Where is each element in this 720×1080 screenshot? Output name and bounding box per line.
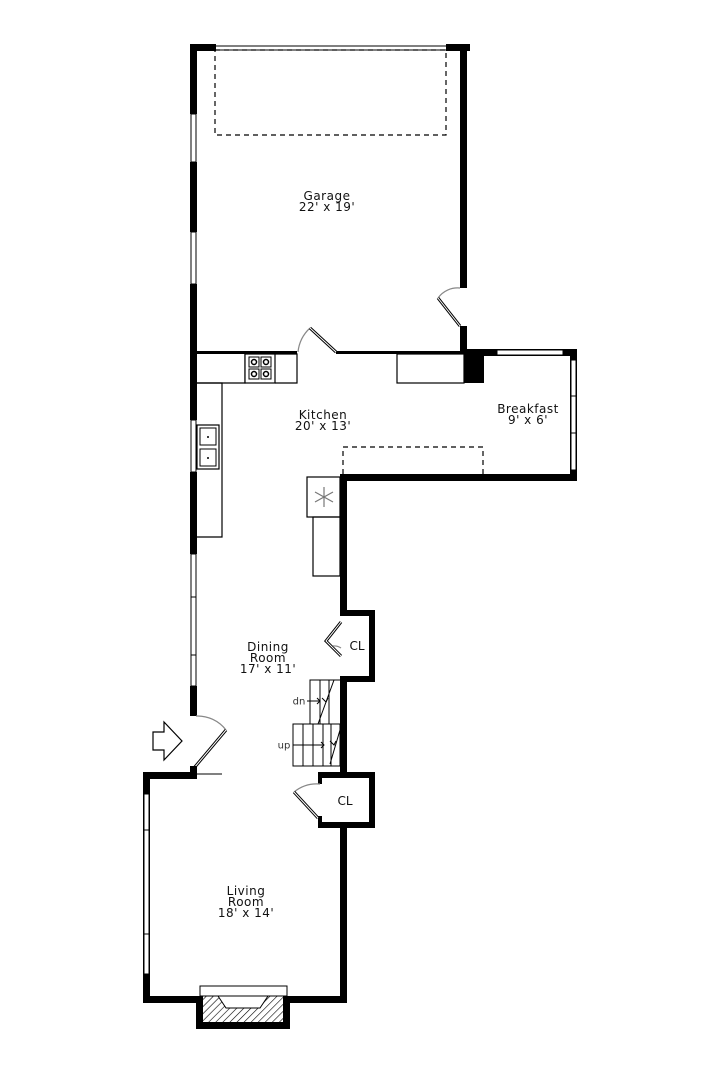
staircase	[292, 679, 341, 767]
range-cooktop-icon	[244, 353, 276, 384]
garage-windows	[190, 113, 197, 285]
room-name-line1: Living	[226, 884, 266, 898]
interior-right-wall	[318, 474, 375, 1002]
garage-walls	[190, 44, 470, 420]
garage-parking-area	[214, 49, 447, 136]
pantry-cabinet	[312, 516, 341, 577]
room-label-dining: Dining Room 17' x 11'	[239, 640, 297, 676]
room-label-living: Living Room 18' x 14'	[217, 884, 275, 920]
room-name: Garage	[303, 189, 351, 203]
room-name-line2: Room	[249, 651, 287, 665]
stairs-down-label: dn	[292, 696, 306, 708]
kitchen-left-wall	[190, 419, 197, 554]
room-name-line1: Dining	[247, 640, 289, 654]
room-name-line2: Room	[227, 895, 265, 909]
garage-kitchen-wall	[197, 326, 484, 383]
double-sink-icon	[196, 424, 220, 470]
stairs-up-label: up	[277, 740, 291, 752]
dining-left-wall	[190, 553, 197, 716]
room-dims: 22' x 19'	[298, 200, 356, 214]
room-dims: 20' x 13'	[294, 419, 352, 433]
room-label-garage: Garage 22' x 19'	[298, 189, 356, 214]
front-door[interactable]	[192, 715, 228, 775]
breakfast-walls	[340, 349, 577, 481]
room-label-breakfast: Breakfast 9' x 6'	[497, 402, 559, 427]
closet-label-living: CL	[337, 794, 353, 808]
room-name: Kitchen	[298, 408, 348, 422]
room-dims: 9' x 6'	[507, 413, 549, 427]
room-dims: 18' x 14'	[217, 906, 275, 920]
living-room-walls	[143, 766, 347, 1029]
garage-side-door	[436, 287, 462, 327]
room-name: Breakfast	[497, 402, 559, 416]
entry-arrow-icon	[152, 720, 183, 762]
kitchen-peninsula-outline	[342, 446, 484, 474]
room-dims: 17' x 11'	[239, 662, 297, 676]
closet-label-dining: CL	[349, 639, 365, 653]
refrigerator-snowflake-icon	[306, 476, 341, 518]
closet-bifold-door	[323, 621, 343, 658]
room-label-kitchen: Kitchen 20' x 13'	[294, 408, 352, 433]
fireplace-icon	[199, 985, 288, 1022]
closet-door-living	[292, 783, 321, 820]
